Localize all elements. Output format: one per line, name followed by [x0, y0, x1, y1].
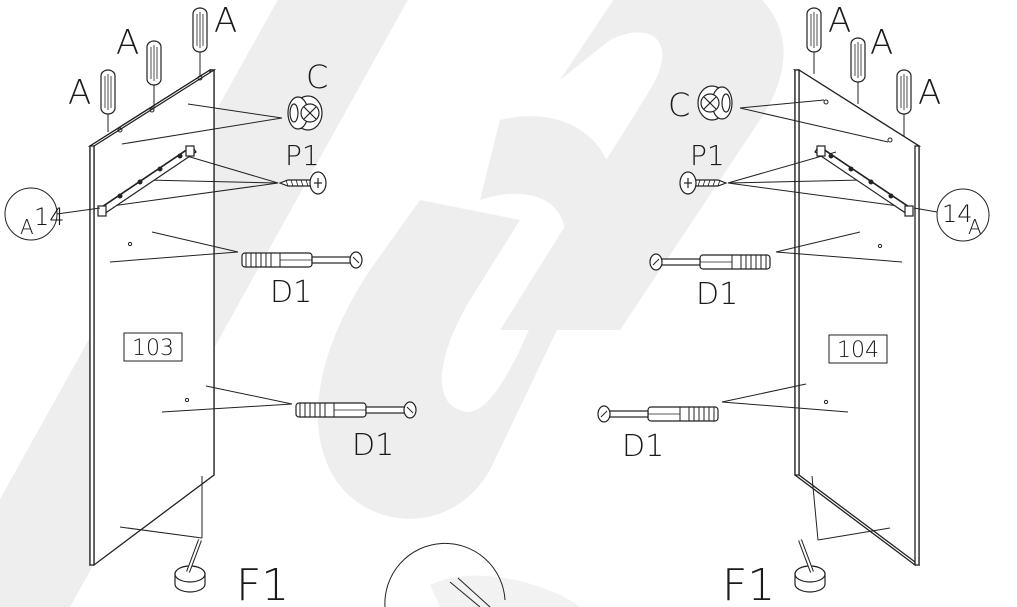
- connector-label: D1: [270, 275, 312, 310]
- connector-bolt-part: [597, 383, 849, 423]
- bracket-sub-label: A: [968, 215, 982, 239]
- cam-lock-label: C: [668, 86, 690, 124]
- dowel-label: A: [214, 1, 237, 41]
- dowel-label: A: [68, 73, 91, 113]
- connector-bolt-part: [161, 385, 417, 419]
- right-panel-assembly: 104 A A A C P1: [597, 1, 990, 607]
- dowel-label: A: [918, 73, 941, 113]
- panel-number-box: [828, 334, 888, 364]
- connector-label: D1: [352, 428, 394, 463]
- dowel-part: [806, 7, 912, 136]
- bracket-callout: [913, 188, 990, 242]
- foot-label: F1: [722, 560, 775, 607]
- left-panel-assembly: 103 A A A C P1: [4, 1, 417, 607]
- panel-number-box: [123, 332, 183, 362]
- screw-part: [679, 151, 899, 207]
- panel-number: 104: [837, 338, 879, 363]
- leveling-foot-part: [793, 475, 891, 594]
- dowel-part: [100, 7, 208, 132]
- cam-lock-part: [697, 85, 889, 143]
- detail-circle: [384, 542, 506, 607]
- cam-lock-part: [121, 95, 323, 145]
- panel-number: 103: [132, 336, 174, 361]
- screw-label: P1: [285, 139, 320, 172]
- screw-part: [111, 153, 327, 207]
- screw-label: P1: [690, 139, 725, 172]
- foot-label: F1: [236, 560, 289, 607]
- bracket-label: 14: [942, 200, 973, 228]
- bracket-label: 14: [34, 203, 65, 231]
- side-panel-103: [87, 68, 217, 567]
- cam-lock-label: C: [306, 58, 328, 96]
- dowel-label: A: [870, 23, 893, 63]
- dowel-label: A: [828, 1, 851, 41]
- connector-label: D1: [696, 277, 738, 312]
- bracket-sub-label: A: [20, 215, 34, 239]
- leveling-foot-part: [119, 476, 207, 594]
- connector-label: D1: [622, 429, 664, 464]
- dowel-label: A: [116, 23, 139, 63]
- connector-bolt-part: [649, 231, 903, 271]
- connector-bolt-part: [109, 231, 363, 269]
- bracket-callout: [4, 187, 101, 241]
